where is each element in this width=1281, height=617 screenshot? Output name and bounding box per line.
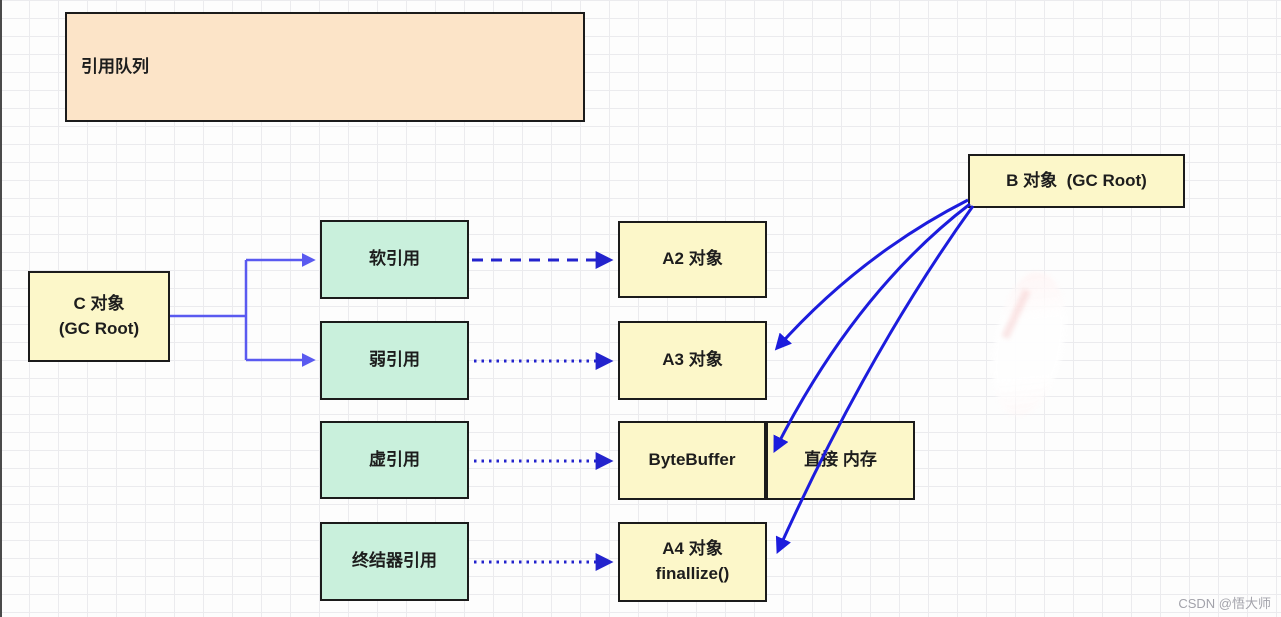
- window-left-edge: [0, 0, 2, 617]
- node-a4-object-label-line1: A4 对象: [662, 539, 723, 559]
- node-soft-reference-label: 软引用: [369, 249, 420, 269]
- node-direct-memory-label: 直接 内存: [804, 450, 877, 470]
- node-b-object: B 对象 (GC Root): [968, 154, 1185, 208]
- node-a4-object-label-line2: finallize(): [655, 564, 730, 583]
- node-finalizer-reference-label: 终结器引用: [352, 551, 437, 571]
- edge-b-to-a3: [774, 198, 969, 351]
- node-b-object-label: B 对象 (GC Root): [1006, 170, 1147, 190]
- node-reference-queue-label: 引用队列: [81, 56, 149, 76]
- node-bytebuffer: ByteBuffer: [618, 421, 766, 500]
- node-phantom-reference-label: 虚引用: [369, 449, 420, 469]
- node-c-object-label-line2: (GC Root): [58, 318, 140, 338]
- edge-b-to-bytebuffer: [773, 202, 971, 453]
- node-soft-reference: 软引用: [320, 220, 469, 299]
- node-reference-queue: 引用队列: [65, 12, 585, 122]
- node-a4-object: A4 对象 finallize(): [618, 522, 767, 602]
- node-weak-reference: 弱引用: [320, 321, 469, 400]
- node-c-object: C 对象 (GC Root): [28, 271, 170, 362]
- node-c-object-label-line1: C 对象: [73, 293, 125, 313]
- node-a2-object-label: A2 对象: [662, 249, 723, 269]
- node-phantom-reference: 虚引用: [320, 421, 469, 499]
- node-weak-reference-label: 弱引用: [369, 350, 420, 370]
- node-finalizer-reference: 终结器引用: [320, 522, 469, 601]
- erased-watermark-smudge: [978, 265, 1080, 424]
- node-a3-object-label: A3 对象: [662, 350, 723, 370]
- csdn-watermark: CSDN @悟大师: [1178, 596, 1271, 611]
- node-a3-object: A3 对象: [618, 321, 767, 400]
- node-direct-memory: 直接 内存: [766, 421, 915, 500]
- node-a2-object: A2 对象: [618, 221, 767, 298]
- node-bytebuffer-label: ByteBuffer: [648, 450, 736, 470]
